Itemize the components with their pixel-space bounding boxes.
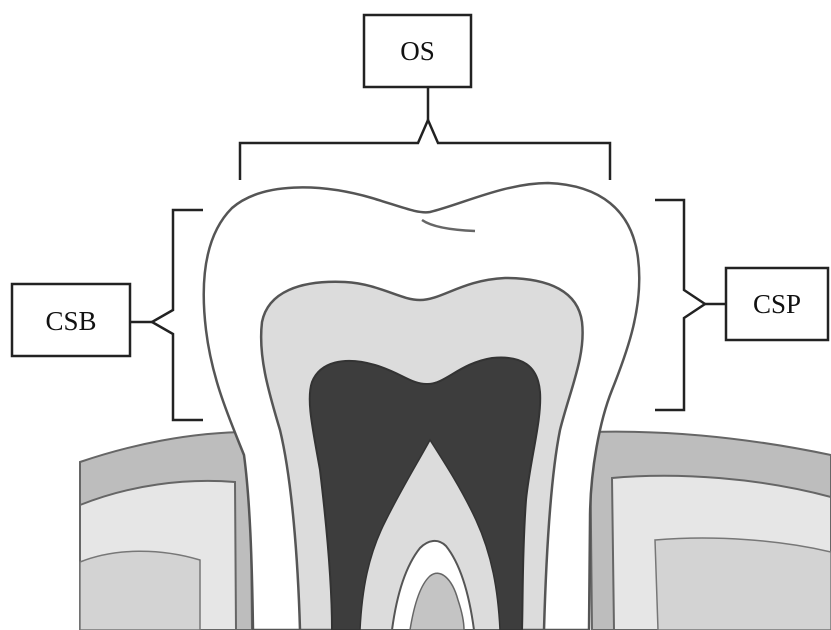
os-label: OS [400,36,435,66]
top-bracket [240,120,610,180]
csb-label: CSB [45,306,96,336]
left-gum [80,432,252,630]
right-bracket [655,200,705,410]
csp-label: CSP [753,289,801,319]
csp-label-box: CSP [726,268,828,340]
os-label-box: OS [364,15,471,87]
right-gum [590,432,831,630]
left-bracket [152,210,203,420]
csb-label-box: CSB [12,284,130,356]
